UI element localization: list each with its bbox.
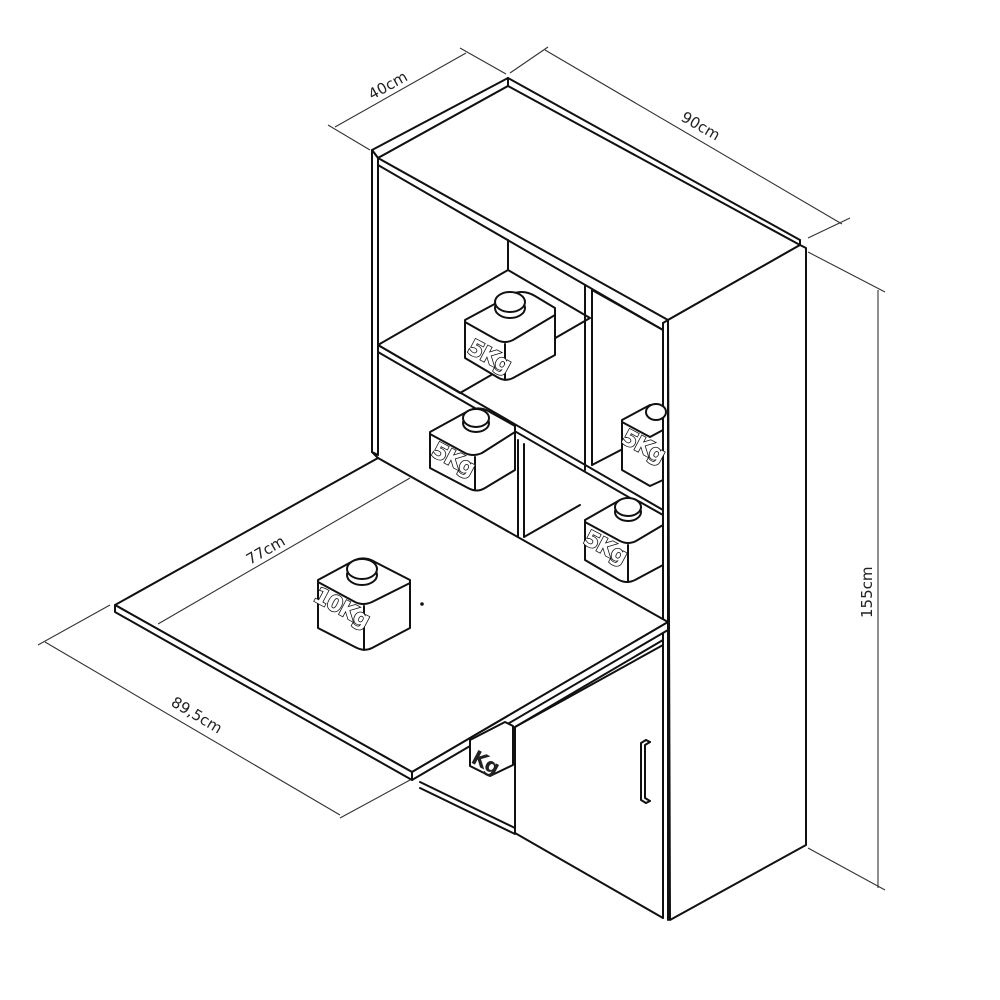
dimension-label-height: 155cm [858,567,876,619]
cabinet-right-side [662,244,807,921]
weight-middle-right-lower: 5Kg [578,497,664,583]
dimension-height: 155cm [807,251,886,891]
weight-desk: 10Kg [308,557,424,651]
dimension-label-width: 90cm [678,108,723,145]
door-handle[interactable] [640,739,651,804]
weight-middle-right-upper: 5Kg [616,403,670,487]
weight-middle-left: 5Kg [426,407,516,492]
dimension-label-depth: 40cm [365,67,410,103]
weight-upper-shelf: 5Kg [462,291,556,381]
lower-cabinet: Kg [419,639,664,919]
